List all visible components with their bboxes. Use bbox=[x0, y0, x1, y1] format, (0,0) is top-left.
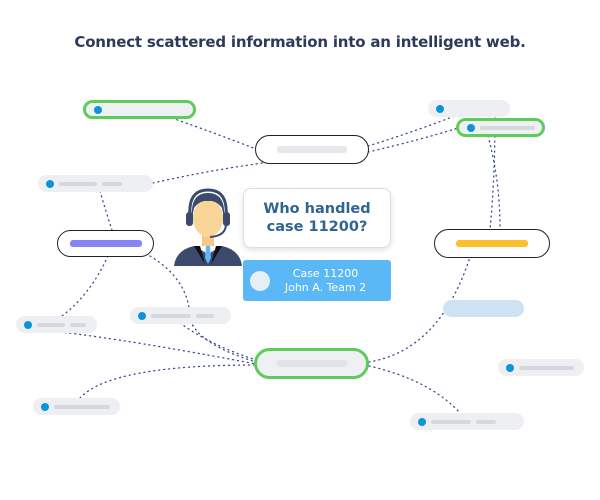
placeholder-bar bbox=[476, 419, 496, 424]
node-bottom-left[interactable] bbox=[33, 398, 120, 415]
link bbox=[171, 117, 257, 150]
link bbox=[79, 364, 257, 399]
link bbox=[179, 322, 257, 361]
node-left-small[interactable] bbox=[16, 316, 97, 333]
node-bottom-right[interactable] bbox=[410, 413, 524, 430]
node-left-purple[interactable] bbox=[57, 230, 154, 257]
node-right-gray[interactable] bbox=[498, 359, 584, 376]
link bbox=[61, 255, 109, 317]
placeholder-bar bbox=[519, 365, 574, 370]
question-line-2: case 11200? bbox=[266, 219, 368, 235]
result-person: John A. Team 2 bbox=[284, 280, 367, 294]
node-dot bbox=[94, 105, 102, 114]
purple-bar bbox=[69, 240, 142, 247]
link bbox=[368, 256, 471, 363]
placeholder-bar bbox=[102, 181, 122, 186]
user-avatar-icon bbox=[250, 270, 270, 291]
result-case: Case 11200 bbox=[292, 266, 359, 280]
link bbox=[367, 127, 459, 153]
node-dot bbox=[46, 179, 54, 188]
node-dot bbox=[418, 417, 426, 426]
placeholder-bar bbox=[277, 146, 347, 153]
node-dot bbox=[506, 363, 514, 372]
node-top-right-gray[interactable] bbox=[428, 100, 510, 117]
node-green-top-left[interactable] bbox=[83, 100, 196, 119]
question-bubble: Who handled case 11200? bbox=[243, 188, 391, 248]
link bbox=[489, 115, 496, 230]
placeholder-bar bbox=[37, 322, 65, 327]
node-dot bbox=[467, 123, 475, 132]
node-center-top[interactable] bbox=[255, 135, 369, 164]
node-right-yellow[interactable] bbox=[434, 229, 550, 258]
placeholder-bar bbox=[276, 360, 347, 367]
node-dot bbox=[436, 104, 444, 113]
placeholder-bar bbox=[151, 313, 191, 318]
support-agent-icon bbox=[174, 188, 242, 266]
node-green-bottom-center[interactable] bbox=[254, 348, 369, 379]
link bbox=[59, 331, 257, 365]
yellow-bar bbox=[456, 240, 528, 247]
node-green-top-right[interactable] bbox=[456, 118, 545, 137]
node-right-light-blue[interactable] bbox=[443, 300, 524, 317]
placeholder-bar bbox=[54, 404, 110, 409]
link bbox=[368, 365, 461, 414]
placeholder-bar bbox=[70, 322, 86, 327]
link bbox=[487, 135, 501, 230]
placeholder-bar bbox=[480, 125, 535, 130]
link bbox=[152, 161, 271, 184]
placeholder-bar bbox=[196, 313, 214, 318]
node-dot bbox=[41, 402, 49, 411]
node-left-gray[interactable] bbox=[38, 175, 153, 192]
headline: Connect scattered information into an in… bbox=[74, 33, 526, 51]
placeholder-bar bbox=[431, 419, 471, 424]
link bbox=[149, 255, 257, 363]
node-mid-left[interactable] bbox=[130, 307, 231, 324]
node-dot bbox=[138, 311, 146, 320]
question-line-1: Who handled bbox=[263, 201, 371, 217]
link bbox=[367, 109, 471, 147]
link bbox=[99, 190, 113, 231]
placeholder-bar bbox=[59, 181, 97, 186]
node-dot bbox=[24, 320, 32, 329]
